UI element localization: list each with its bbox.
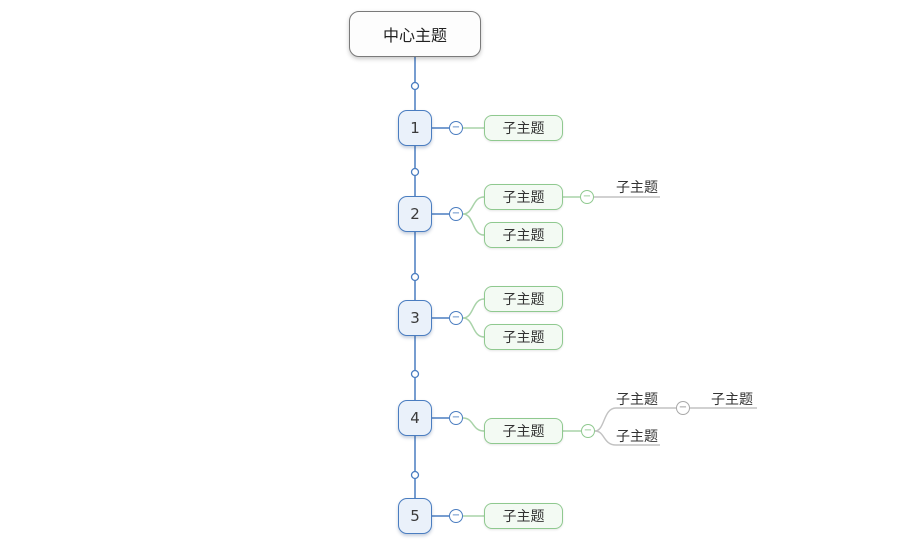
subtopic-node-line[interactable]: 子主题 [616, 392, 658, 408]
subtopic-underline [594, 430, 660, 446]
collapse-button[interactable]: − [449, 311, 463, 325]
subtopic-node-line[interactable]: 子主题 [616, 180, 658, 196]
subtopic-node[interactable]: 子主题 [484, 503, 563, 529]
collapse-button[interactable]: − [449, 121, 463, 135]
subtopic-node[interactable]: 子主题 [484, 222, 563, 248]
subtopic-node-line[interactable]: 子主题 [616, 429, 658, 445]
subtopic-connector [462, 196, 485, 215]
branch-junction-dot [410, 272, 420, 282]
subtopic-underline [594, 407, 676, 432]
main-topic-node-2[interactable]: 2 [398, 196, 432, 232]
subtopic-connector [462, 213, 485, 236]
main-topic-node-3[interactable]: 3 [398, 300, 432, 336]
main-topic-node-5[interactable]: 5 [398, 498, 432, 534]
branch-junction-dot [410, 81, 420, 91]
branch-junction-dot [410, 167, 420, 177]
collapse-button[interactable]: − [449, 207, 463, 221]
subtopic-node-line[interactable]: 子主题 [711, 392, 753, 408]
collapse-button[interactable]: − [581, 424, 595, 438]
subtopic-node[interactable]: 子主题 [484, 418, 563, 444]
subtopic-connector [462, 417, 485, 432]
subtopic-connector [462, 317, 485, 338]
subtopic-node[interactable]: 子主题 [484, 184, 563, 210]
subtopic-node[interactable]: 子主题 [484, 115, 563, 141]
collapse-button[interactable]: − [449, 411, 463, 425]
main-topic-node-4[interactable]: 4 [398, 400, 432, 436]
collapse-button[interactable]: − [676, 401, 690, 415]
branch-junction-dot [410, 470, 420, 480]
central-topic-node[interactable]: 中心主题 [349, 11, 481, 57]
main-topic-node-1[interactable]: 1 [398, 110, 432, 146]
subtopic-node[interactable]: 子主题 [484, 286, 563, 312]
branch-junction-dot [410, 369, 420, 379]
collapse-button[interactable]: − [449, 509, 463, 523]
subtopic-node[interactable]: 子主题 [484, 324, 563, 350]
collapse-button[interactable]: − [580, 190, 594, 204]
subtopic-connector [462, 298, 485, 319]
